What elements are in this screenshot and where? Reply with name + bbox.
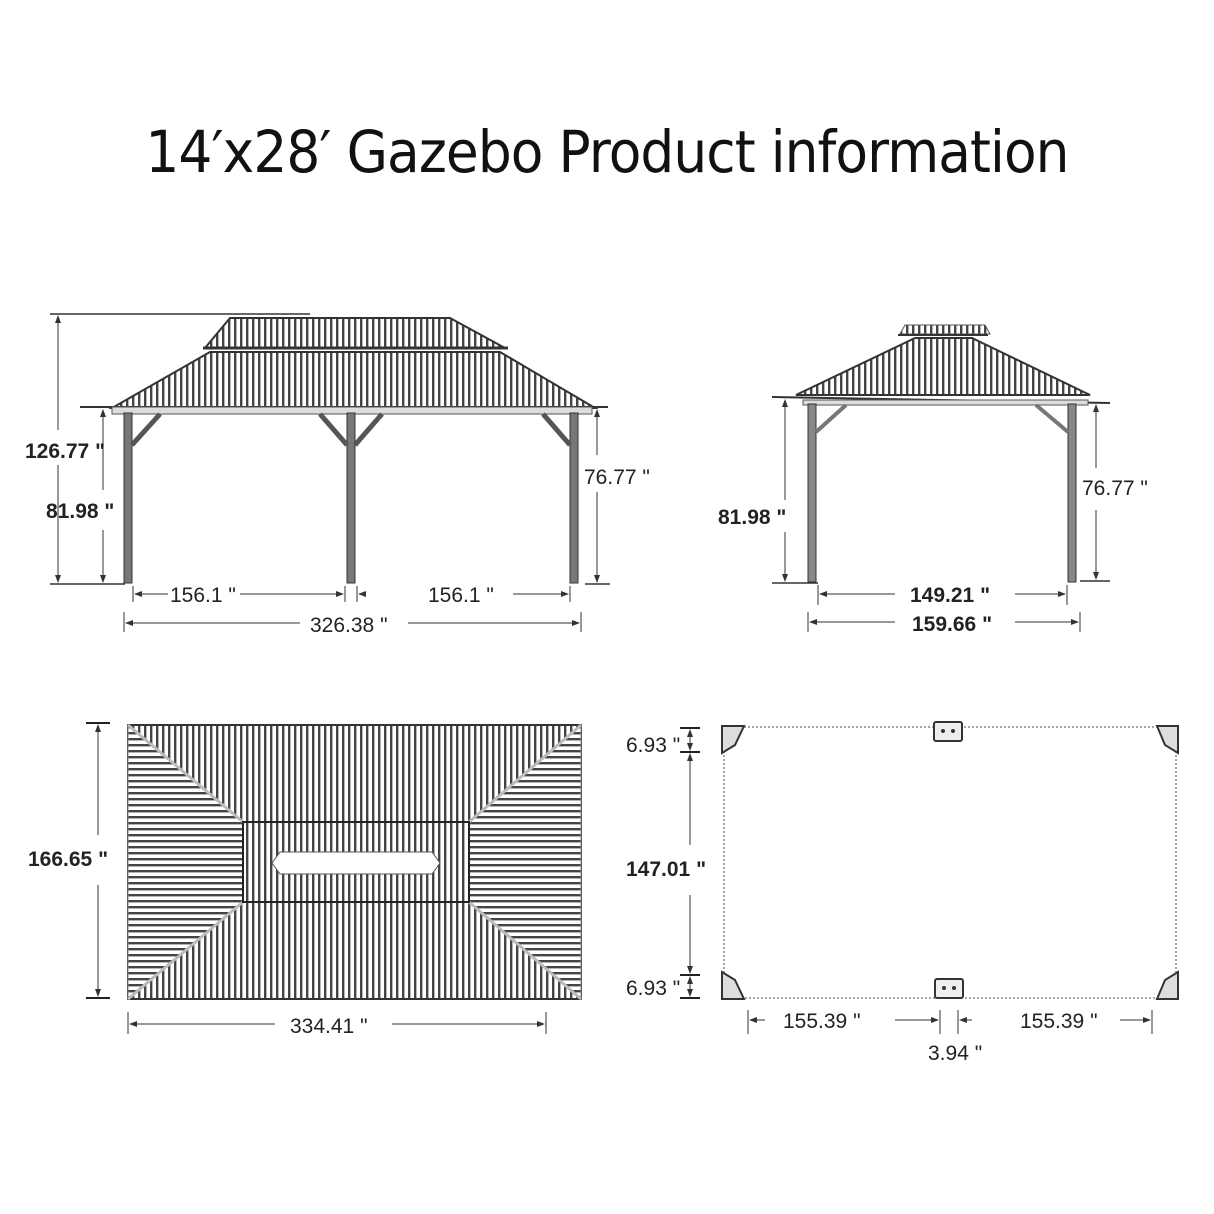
base-span-right: 155.39 "	[1020, 1010, 1098, 1033]
side-eave-height: 76.77 "	[1082, 477, 1148, 500]
center-plate-bottom-icon	[934, 978, 964, 999]
side-inner-width: 149.21 "	[910, 584, 990, 607]
base-corner-top: 6.93 "	[626, 734, 680, 757]
base-depth: 147.01 "	[626, 858, 706, 881]
base-center-gap: 3.94 "	[928, 1042, 982, 1065]
front-view: 126.77 " 81.98 " 76.77 " 156.1 " 156.1 "…	[25, 313, 650, 637]
front-total-height: 126.77 "	[25, 440, 105, 463]
corner-bracket-icon	[721, 725, 1179, 1000]
top-length: 334.41 "	[290, 1015, 368, 1038]
base-corner-bottom: 6.93 "	[626, 977, 680, 1000]
top-depth: 166.65 "	[28, 848, 108, 871]
base-span-left: 155.39 "	[783, 1010, 861, 1033]
page-title: 14′x28′ Gazebo Product information	[145, 118, 1069, 186]
side-post-height: 81.98 "	[718, 506, 786, 529]
side-overall-width: 159.66 "	[912, 613, 992, 636]
center-plate-top-icon	[933, 721, 963, 742]
front-span-right: 156.1 "	[428, 584, 494, 607]
front-post-height: 81.98 "	[46, 500, 114, 523]
top-view: 166.65 " 334.41 "	[28, 722, 582, 1038]
base-plan: 6.93 " 147.01 " 6.93 " 155.39 " 3.94 " 1…	[626, 721, 1179, 1065]
front-overall-width: 326.38 "	[310, 614, 388, 637]
side-view: 81.98 " 76.77 " 149.21 " 159.66 "	[718, 324, 1148, 636]
front-span-left: 156.1 "	[170, 584, 236, 607]
front-eave-height: 76.77 "	[584, 466, 650, 489]
